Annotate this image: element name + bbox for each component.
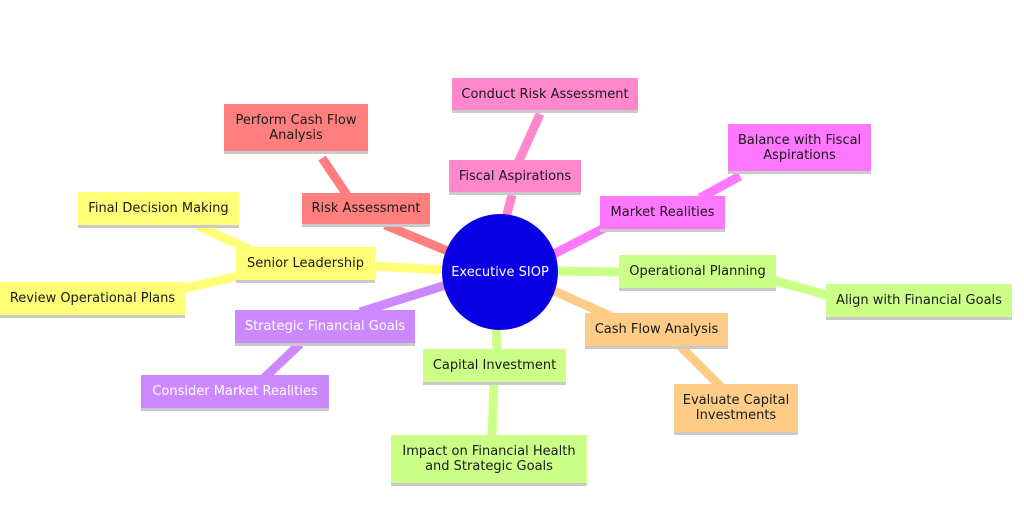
connector-operational-leaf: [770, 275, 832, 301]
leaf-align-with-financial-goals[interactable]: Align with Financial Goals: [826, 284, 1012, 320]
connector-cashflow-leaf: [676, 342, 726, 392]
leaf-perform-cash-flow-analysis[interactable]: Perform Cash Flow Analysis: [224, 104, 368, 154]
connector-strategic-leaf: [258, 340, 304, 384]
branch-senior-leadership[interactable]: Senior Leadership: [236, 247, 375, 283]
branch-strategic-financial-goals[interactable]: Strategic Financial Goals: [235, 310, 415, 346]
connector-fiscal-leaf: [513, 112, 545, 165]
connector-senior-root: [371, 261, 447, 275]
leaf-consider-market-realities[interactable]: Consider Market Realities: [141, 375, 329, 411]
leaf-balance-with-fiscal-aspirations[interactable]: Balance with Fiscal Aspirations: [728, 124, 871, 174]
connector-operational-root: [555, 266, 623, 277]
leaf-final-decision-making[interactable]: Final Decision Making: [78, 192, 239, 228]
root-node[interactable]: Executive SIOP: [442, 214, 558, 330]
branch-fiscal-aspirations[interactable]: Fiscal Aspirations: [449, 160, 581, 195]
leaf-evaluate-capital-investments[interactable]: Evaluate Capital Investments: [674, 384, 798, 435]
connector-capital-root: [491, 325, 502, 353]
connector-market-leaf: [697, 172, 743, 202]
branch-capital-investment[interactable]: Capital Investment: [423, 349, 566, 385]
leaf-conduct-risk-assessment[interactable]: Conduct Risk Assessment: [452, 78, 638, 113]
connector-strategic-root: [358, 280, 448, 317]
connector-risk-root: [383, 220, 452, 257]
connector-cashflow-root: [550, 285, 612, 321]
branch-market-realities[interactable]: Market Realities: [600, 196, 725, 232]
connector-capital-leaf: [487, 382, 499, 438]
branch-operational-planning[interactable]: Operational Planning: [619, 255, 776, 291]
branch-cash-flow-analysis[interactable]: Cash Flow Analysis: [585, 313, 728, 349]
branch-risk-assessment[interactable]: Risk Assessment: [302, 193, 430, 227]
connector-risk-leaf: [318, 155, 351, 198]
leaf-impact-on-financial-health[interactable]: Impact on Financial Health and Strategic…: [391, 435, 587, 486]
leaf-review-operational-plans[interactable]: Review Operational Plans: [0, 282, 185, 318]
